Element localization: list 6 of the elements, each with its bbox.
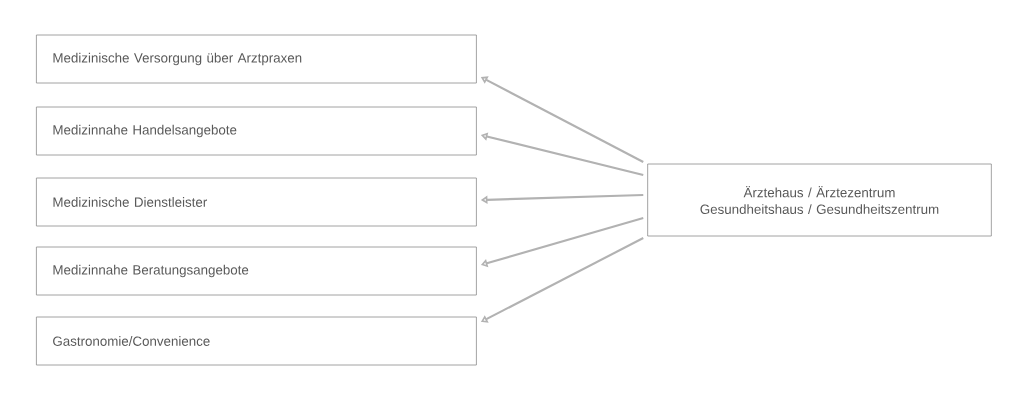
text-box: Medizinnahe Handelsangebote xyxy=(36,106,477,156)
text-box: Ärztehaus / Ärztezentrum Gesundheitshaus / Gesundheitszentrum xyxy=(647,163,992,237)
text-box: Medizinische Dienstleister xyxy=(36,177,477,227)
text-box: Medizinnahe Beratungsangebote xyxy=(36,246,477,296)
text-box: Gastronomie/Convenience xyxy=(36,316,477,366)
text-box: Medizinische Versorgung über Arztpraxen xyxy=(36,34,477,84)
